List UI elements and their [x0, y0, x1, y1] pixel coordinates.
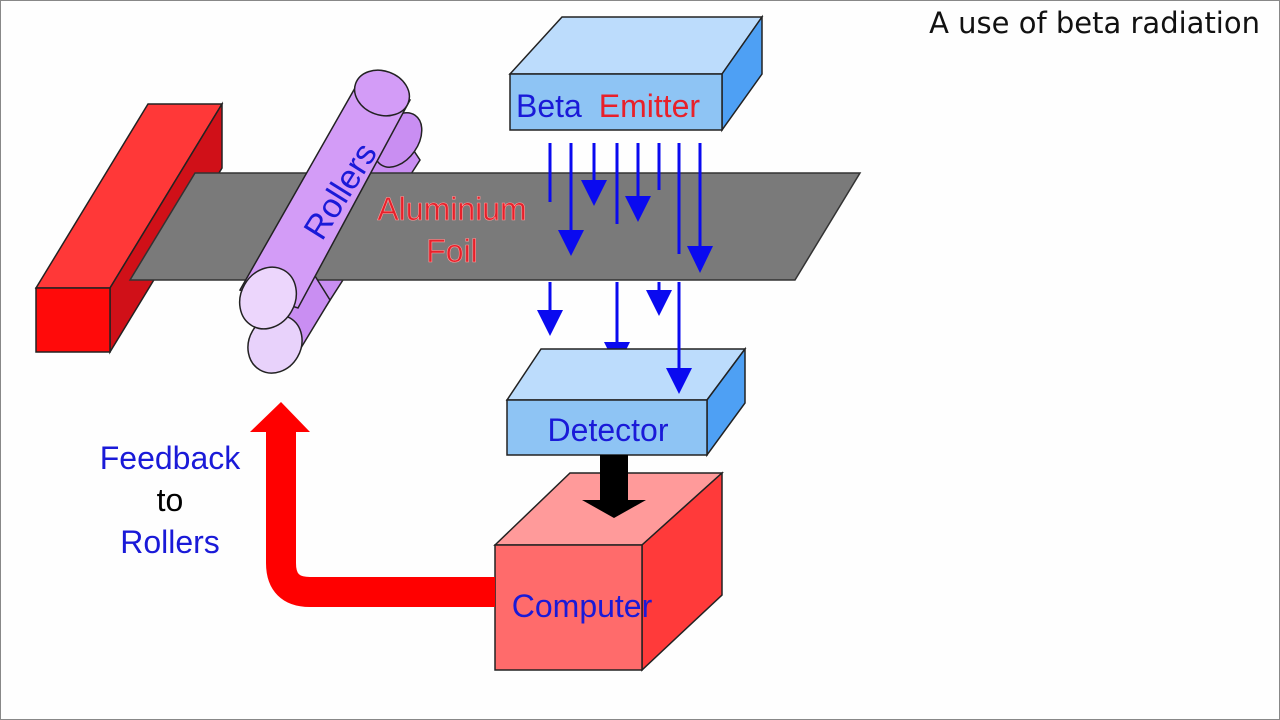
beta-ray-head — [581, 180, 607, 206]
signal-arrow — [582, 455, 646, 518]
detector-ray — [666, 282, 692, 394]
svg-text:Beta Emitter: Beta Emitter — [516, 88, 700, 124]
emitter-label-beta: Beta — [516, 88, 582, 124]
foil-label-line1: Aluminium — [377, 191, 526, 227]
transmitted-ray-head — [646, 290, 672, 316]
beta-emitter: Beta Emitter — [508, 14, 764, 133]
feedback-label-line3: Rollers — [120, 524, 220, 560]
transmitted-ray-head — [537, 310, 563, 336]
beta-rays — [548, 143, 713, 273]
feedback-label-line1: Feedback — [100, 440, 242, 476]
detector-label: Detector — [548, 412, 669, 448]
beta-ray-head — [687, 246, 713, 273]
transmitted-ray-head — [666, 368, 692, 394]
feedback-arrow — [250, 402, 495, 607]
feedback-label-line2: to — [157, 482, 184, 518]
detector: Detector — [505, 346, 747, 458]
foil-label-line2: Foil — [426, 233, 478, 269]
computer-label: Computer — [512, 588, 653, 624]
slide-title: A use of beta radiation — [929, 6, 1260, 40]
beta-ray-head — [558, 230, 584, 256]
beta-ray-head — [625, 196, 651, 222]
emitter-label-emitter: Emitter — [599, 88, 701, 124]
